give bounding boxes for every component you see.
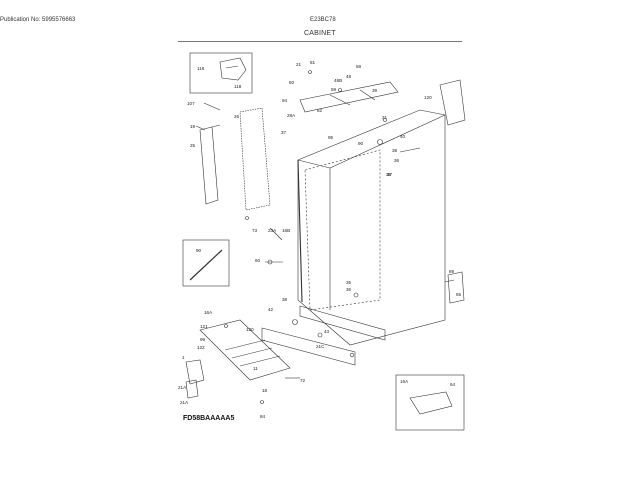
callout: 94 xyxy=(282,98,288,103)
callout: 64 xyxy=(450,382,456,387)
callout: 81 xyxy=(310,60,316,65)
model-number: E23BC78 xyxy=(310,17,336,23)
callout: 38 xyxy=(392,148,398,153)
callout: 59 xyxy=(331,87,337,92)
callout: 28A xyxy=(287,113,296,118)
figure-code: FD58BAAAAA5 xyxy=(183,415,235,422)
callout: 1 xyxy=(182,355,185,360)
header-divider xyxy=(178,41,462,42)
callout: 50 xyxy=(289,80,295,85)
callout: 21C xyxy=(316,344,325,349)
callout: 11 xyxy=(253,366,258,371)
callout: 21A xyxy=(178,385,187,390)
section-title: CABINET xyxy=(304,30,336,37)
callout: 120 xyxy=(424,95,432,100)
callout: 43 xyxy=(324,329,330,334)
inset-detail-part xyxy=(409,391,453,415)
callout: 107 xyxy=(187,101,195,106)
callout: 18 xyxy=(262,388,268,393)
publication-number: Publication No: 5995576663 xyxy=(0,17,76,23)
callout: 120 xyxy=(246,327,254,332)
callout: 37 xyxy=(281,130,287,135)
callout: 16B xyxy=(282,228,290,233)
lower-bracket xyxy=(185,359,205,385)
left-strip xyxy=(199,126,219,205)
callout: 37 xyxy=(387,172,393,177)
inset-tool xyxy=(189,249,223,281)
callout: 118 xyxy=(234,84,242,89)
cabinet-shell xyxy=(297,109,446,346)
callout: 65 xyxy=(456,292,462,297)
right-hinge xyxy=(439,79,466,126)
callout: 90 xyxy=(196,248,202,253)
callout: 58 xyxy=(356,64,362,69)
callout: 99 xyxy=(200,337,206,342)
callout: 48B xyxy=(334,78,342,83)
callout: 31 xyxy=(382,115,388,120)
callout: 16A xyxy=(400,379,409,384)
callout: 39 xyxy=(372,88,378,93)
callout: 40 xyxy=(400,134,406,139)
callout-labels: 116 118 107 26 19 25 21 81 58 48B 48 50 … xyxy=(178,60,462,419)
callout: 21A xyxy=(180,400,189,405)
callout: 38 xyxy=(282,297,288,302)
inset-box-hinge xyxy=(189,52,253,94)
callout: 84 xyxy=(260,414,266,419)
callout: 121 xyxy=(200,324,208,329)
side-panel xyxy=(239,107,271,211)
inset-hinge-part xyxy=(219,57,247,81)
callout: 116 xyxy=(197,66,205,71)
callout: 62 xyxy=(317,108,323,113)
callout: 42 xyxy=(268,307,274,312)
callout: 26 xyxy=(234,114,240,119)
right-lower-bracket xyxy=(447,271,465,304)
callout: 72 xyxy=(300,378,306,383)
callout: 36 xyxy=(394,158,400,163)
callout: 25 xyxy=(190,143,196,148)
callout: 36 xyxy=(346,287,352,292)
top-rail xyxy=(299,81,399,113)
center-mullion xyxy=(297,159,303,303)
inset-box-tool xyxy=(182,239,230,287)
callout: 35 xyxy=(346,280,352,285)
callout: 73 xyxy=(252,228,258,233)
callout: 60 xyxy=(255,258,261,263)
callout: 19 xyxy=(190,124,196,129)
kick-panel xyxy=(199,319,291,381)
callout: 21 xyxy=(296,62,302,67)
callout: 122 xyxy=(197,345,205,350)
bottom-rail xyxy=(299,305,386,341)
callout: 23A xyxy=(268,228,277,233)
callout: 36 xyxy=(386,172,392,177)
callout: 90 xyxy=(358,141,364,146)
inset-box-detail xyxy=(395,374,465,431)
callout: 89 xyxy=(449,269,455,274)
callout: 16A xyxy=(204,310,213,315)
bottom-grille xyxy=(261,327,356,366)
callout: 95 xyxy=(328,135,334,140)
callout: 48 xyxy=(346,74,352,79)
